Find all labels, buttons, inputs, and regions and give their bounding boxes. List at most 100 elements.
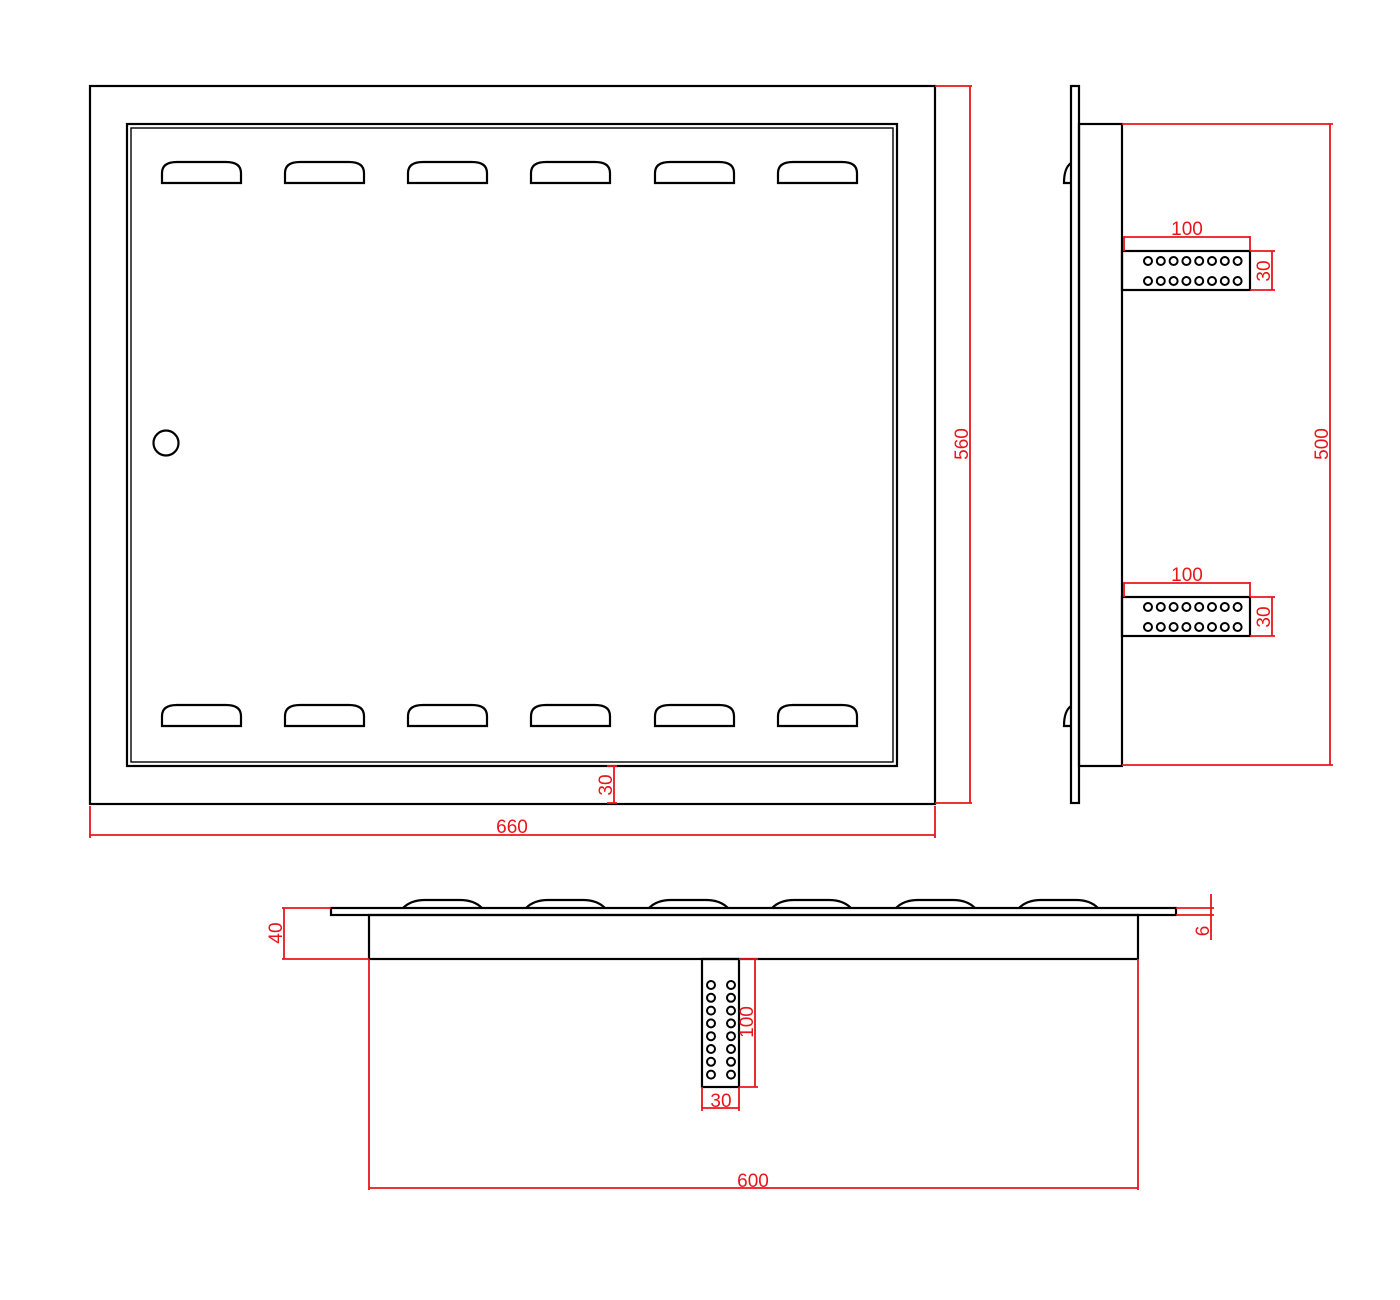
vent-slot — [406, 160, 489, 185]
dimension-label-600: 600 — [737, 1171, 769, 1192]
bracket-hole — [1232, 622, 1243, 632]
vent-slot — [529, 160, 612, 185]
dimension-label-500: 500 — [1312, 428, 1333, 460]
bracket-hole — [1207, 602, 1217, 612]
svg-text:6: 6 — [1193, 926, 1214, 937]
dimension-label-30: 30 — [596, 774, 617, 795]
bracket-hole — [706, 1056, 716, 1067]
vent-slot — [406, 703, 489, 728]
bracket-hole — [1207, 276, 1217, 286]
svg-text:100: 100 — [737, 1006, 758, 1038]
dimension-flange-thickness: 6 — [1176, 894, 1214, 940]
dimension-top-bracket-height: 30 — [1250, 250, 1275, 291]
bracket-hole — [1143, 622, 1153, 632]
bracket-hole — [1194, 256, 1205, 266]
vent-slots — [160, 160, 859, 728]
bottom-body — [367, 913, 1140, 961]
bracket-hole — [726, 1031, 736, 1042]
bracket-hole — [726, 1056, 736, 1067]
vent-slot — [653, 703, 736, 728]
bracket-hole — [726, 1005, 736, 1016]
svg-text:100: 100 — [1171, 565, 1203, 586]
vent-slot — [160, 703, 243, 728]
bracket-hole — [1181, 256, 1192, 266]
bracket-hole — [1168, 276, 1179, 286]
vent-slot — [776, 703, 859, 728]
bracket-hole — [1143, 256, 1153, 266]
bracket-hole — [706, 980, 716, 990]
dimension-bottom-bracket-height: 30 — [1250, 596, 1275, 637]
dimension-depth: 40 — [266, 907, 369, 960]
side-flange — [1069, 84, 1081, 805]
vent-slot — [776, 160, 859, 185]
bracket-hole — [726, 1044, 736, 1054]
front-view: 660 560 30 — [88, 84, 973, 838]
bracket-hole — [1155, 256, 1166, 266]
dimension-frame-border: 30 — [596, 765, 617, 804]
bracket-hole — [1143, 276, 1153, 286]
bracket-hole — [1143, 602, 1153, 612]
svg-text:30: 30 — [1254, 260, 1275, 281]
dimension-top-bracket-length: 100 — [1123, 219, 1251, 251]
bracket-hole — [1181, 602, 1192, 612]
bracket-holes-top — [1143, 256, 1243, 286]
svg-text:100: 100 — [1171, 219, 1203, 240]
bracket-hole — [1219, 276, 1230, 286]
dimension-overall-height: 560 — [935, 85, 973, 804]
bracket-hole — [1155, 276, 1166, 286]
bottom-mounting-bracket — [700, 957, 741, 1089]
bracket-hole — [726, 1018, 736, 1029]
bracket-hole — [706, 1044, 716, 1054]
bracket-hole — [1207, 622, 1217, 632]
bracket-hole — [706, 1005, 716, 1016]
lock-icon — [152, 429, 180, 457]
bracket-hole — [1168, 256, 1179, 266]
dimension-label-560: 560 — [952, 428, 973, 460]
slot-profile — [402, 898, 483, 909]
dimension-label-660: 660 — [496, 817, 528, 838]
slot-profile — [771, 898, 852, 909]
dimension-body-height: 500 — [1122, 123, 1333, 766]
bracket-hole — [726, 992, 736, 1003]
bottom-view: 40 6 100 30 600 — [266, 894, 1214, 1192]
vent-slot — [160, 160, 243, 185]
top-slot-profiles — [402, 898, 1099, 909]
bracket-hole — [1219, 602, 1230, 612]
bracket-hole — [1232, 276, 1243, 286]
bracket-hole — [1232, 602, 1243, 612]
bracket-holes-bottom — [1143, 602, 1243, 632]
slot-profile — [1018, 898, 1099, 909]
bracket-hole — [726, 980, 736, 990]
vent-slot — [283, 160, 366, 185]
vent-slot — [529, 703, 612, 728]
bracket-hole — [1168, 622, 1179, 632]
bracket-hole — [706, 1018, 716, 1029]
bracket-hole — [1194, 276, 1205, 286]
bracket-hole — [1194, 602, 1205, 612]
side-slot-profile-bottom — [1062, 705, 1072, 728]
bracket-hole — [1155, 622, 1166, 632]
side-view: 100 30 100 30 500 — [1062, 84, 1333, 805]
slot-profile — [648, 898, 729, 909]
side-body — [1077, 122, 1124, 768]
door-panel-inner-edge — [130, 127, 894, 763]
bracket-hole — [726, 1069, 736, 1080]
svg-text:30: 30 — [1254, 606, 1275, 627]
vent-slot — [653, 160, 736, 185]
dimension-bottom-bracket-length: 100 — [1123, 565, 1251, 597]
door-panel-outer-edge — [125, 122, 899, 768]
bracket-hole — [1207, 256, 1217, 266]
bracket-hole — [706, 992, 716, 1003]
bracket-hole — [1155, 602, 1166, 612]
side-slot-profile-top — [1062, 162, 1072, 185]
outer-frame — [88, 84, 937, 806]
bracket-hole — [706, 1031, 716, 1042]
bottom-mounting-bracket — [1120, 595, 1252, 638]
slot-profile — [525, 898, 606, 909]
dimension-body-width: 600 — [368, 959, 1139, 1192]
bracket-holes — [706, 980, 736, 1080]
dimension-bracket-width: 30 — [701, 1087, 740, 1112]
slot-profile — [895, 898, 976, 909]
vent-slot — [283, 703, 366, 728]
bracket-hole — [1232, 256, 1243, 266]
